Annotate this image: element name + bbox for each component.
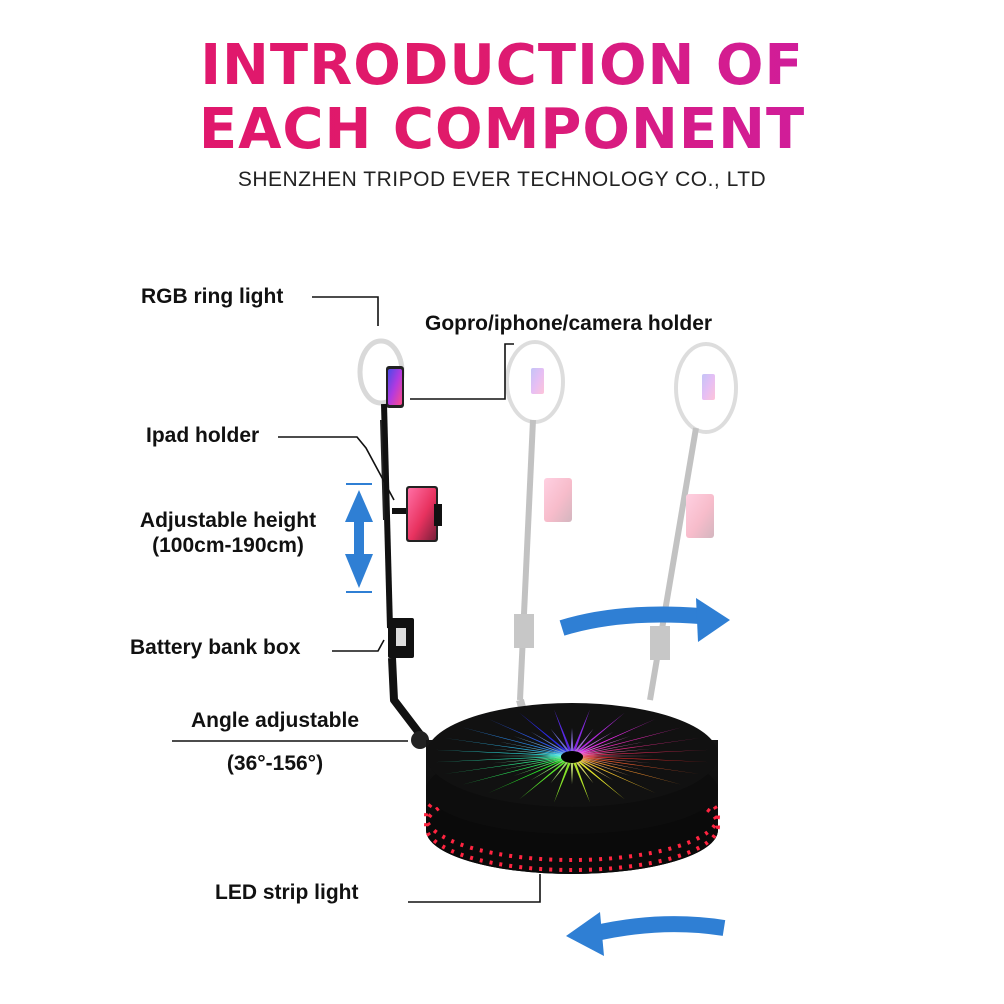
label-battery-box: Battery bank box — [130, 636, 301, 659]
label-camera-holder: Gopro/iphone/camera holder — [425, 312, 713, 335]
mandala-petal — [492, 748, 562, 756]
ghost-stand-right — [647, 342, 738, 701]
mandala-petal — [576, 731, 614, 754]
mandala-petal — [576, 758, 614, 781]
leader-lines — [172, 296, 541, 903]
label-height-range: (100cm-190cm) — [152, 534, 304, 557]
mandala-petal — [573, 728, 594, 753]
mandala-petal — [519, 759, 570, 800]
mandala-petal — [553, 759, 572, 803]
mandala-petal — [530, 758, 568, 781]
mandala-petal — [581, 738, 700, 756]
mandala-petal — [577, 758, 657, 794]
mandala-petal — [513, 736, 566, 754]
mandala-petal — [462, 727, 565, 755]
mandala-petal — [435, 756, 562, 763]
mandala-petal — [582, 756, 709, 763]
label-ipad-holder: Ipad holder — [146, 424, 260, 447]
mandala-petal — [578, 758, 631, 776]
mandala-petal — [500, 757, 564, 771]
mandala-petal — [582, 749, 709, 756]
title-line-1: INTRODUCTION OF — [0, 34, 1004, 98]
mandala-petal — [553, 709, 572, 753]
rotate-arrow-upper — [559, 598, 730, 642]
mandala-petal — [572, 759, 591, 803]
height-arrow — [345, 483, 373, 593]
mandala-petal — [489, 755, 562, 757]
mandala-petal — [513, 758, 566, 776]
mandala-petal — [487, 758, 567, 794]
ghost-stand-middle — [505, 340, 572, 782]
mandala-petal — [574, 759, 625, 800]
mandala-petal — [462, 757, 565, 785]
mandala-petal — [577, 718, 657, 754]
mandala-petal — [580, 757, 644, 771]
label-angle-range: (36°-156°) — [226, 752, 324, 775]
mandala-petal — [582, 756, 652, 764]
company-subtitle: SHENZHEN TRIPOD EVER TECHNOLOGY CO., LTD — [237, 168, 767, 191]
mandala-petal — [581, 756, 700, 774]
main-stand — [357, 338, 442, 749]
rotating-platform — [424, 703, 720, 874]
mandala-petal — [550, 759, 571, 784]
label-angle-adjustable: Angle adjustable — [190, 709, 360, 732]
mandala-petal — [570, 727, 574, 753]
mandala-petal — [570, 759, 574, 785]
title-line-2: EACH COMPONENT — [0, 98, 1004, 162]
mandala-petal — [444, 738, 563, 756]
label-led-strip: LED strip light — [215, 881, 359, 904]
mandala-petal — [530, 731, 568, 754]
mandala-petal — [492, 756, 562, 764]
mandala-petal — [582, 755, 655, 757]
mandala-petal — [574, 712, 625, 753]
mandala-petal — [487, 718, 567, 754]
rotate-arrow-lower — [566, 912, 726, 956]
mandala-petal — [578, 736, 631, 754]
mandala-petal — [582, 748, 652, 756]
mandala-petal — [579, 757, 682, 785]
mandala-petal — [500, 741, 564, 755]
mandala-petal — [579, 727, 682, 755]
rainbow-mandala — [435, 709, 709, 803]
mandala-petal — [444, 756, 563, 774]
mandala-petal — [580, 741, 644, 755]
label-ring-light: RGB ring light — [141, 285, 284, 308]
mandala-petal — [519, 712, 570, 753]
mandala-petal — [435, 749, 562, 756]
mandala-petal — [572, 709, 591, 753]
label-adjustable-height: Adjustable height — [139, 509, 317, 532]
mandala-petal — [550, 728, 571, 753]
mandala-petal — [573, 759, 594, 784]
